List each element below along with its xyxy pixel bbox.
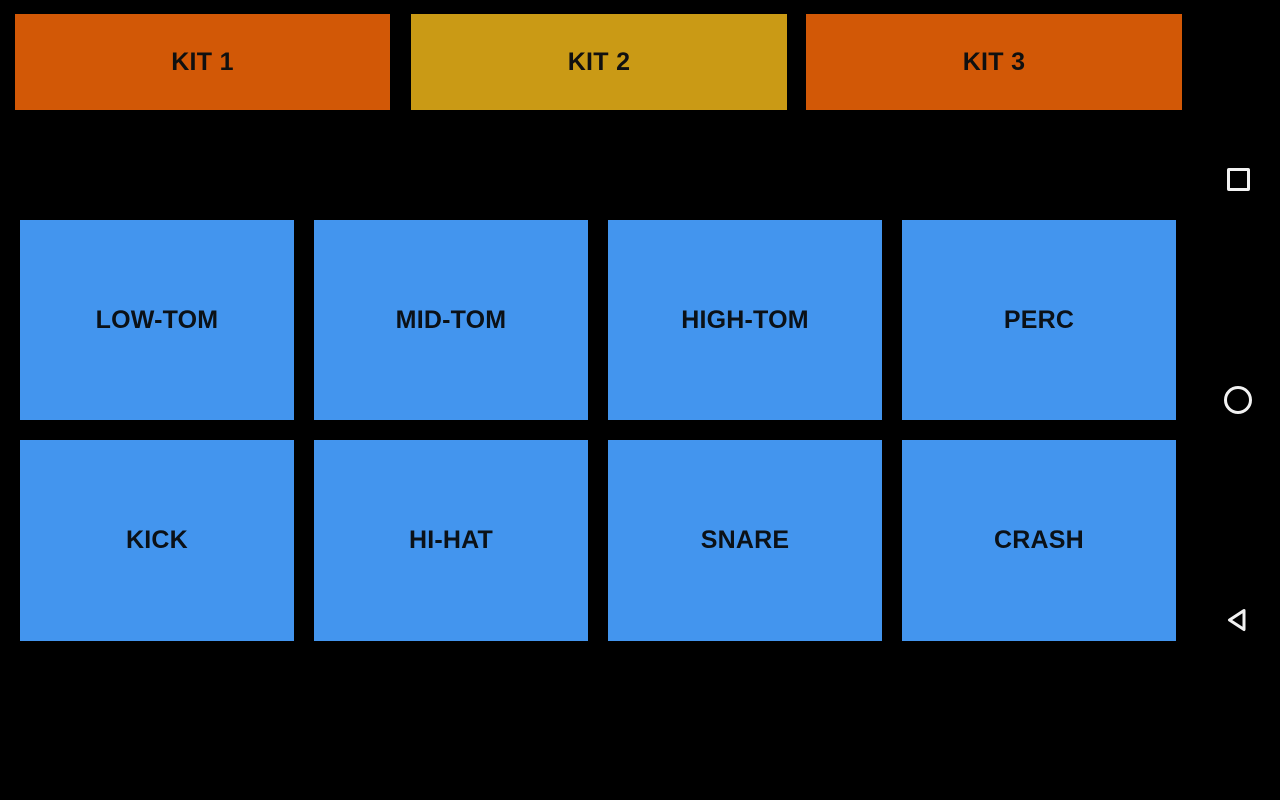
pad-high-tom[interactable]: HIGH-TOM <box>608 220 882 420</box>
pad-hi-hat[interactable]: HI-HAT <box>314 440 588 641</box>
kit-button-3[interactable]: KIT 3 <box>806 14 1182 110</box>
pad-crash[interactable]: CRASH <box>902 440 1176 641</box>
kit-button-1[interactable]: KIT 1 <box>15 14 390 110</box>
recents-icon <box>1226 167 1250 191</box>
pad-snare[interactable]: SNARE <box>608 440 882 641</box>
kit-selector-row: KIT 1 KIT 2 KIT 3 <box>15 14 1182 110</box>
drum-pad-grid: LOW-TOM MID-TOM HIGH-TOM PERC KICK HI-HA… <box>20 220 1176 641</box>
back-icon <box>1223 605 1253 635</box>
pad-mid-tom[interactable]: MID-TOM <box>314 220 588 420</box>
kit-button-2[interactable]: KIT 2 <box>411 14 787 110</box>
recents-button[interactable] <box>1196 137 1280 221</box>
app-content-area: KIT 1 KIT 2 KIT 3 LOW-TOM MID-TOM HIGH-T… <box>15 14 1182 641</box>
android-navigation-bar <box>1196 0 1280 800</box>
back-button[interactable] <box>1196 578 1280 662</box>
home-button[interactable] <box>1196 358 1280 442</box>
pad-low-tom[interactable]: LOW-TOM <box>20 220 294 420</box>
home-icon <box>1224 386 1252 414</box>
pad-perc[interactable]: PERC <box>902 220 1176 420</box>
pad-kick[interactable]: KICK <box>20 440 294 641</box>
